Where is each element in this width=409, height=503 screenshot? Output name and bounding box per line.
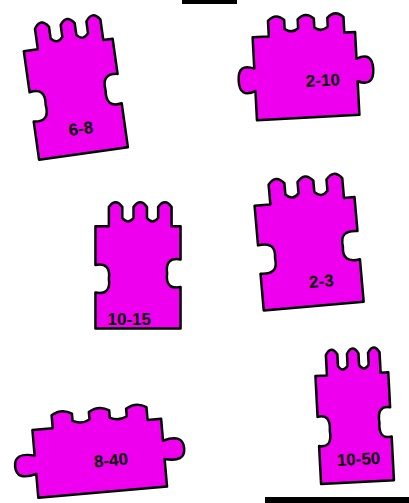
piece-shape [10, 397, 187, 503]
puzzle-piece: 2-3 [236, 165, 380, 318]
piece-outline [95, 202, 180, 328]
piece-label: 2-10 [305, 71, 341, 91]
bottom-bar [265, 497, 409, 503]
piece-outline [252, 172, 363, 310]
puzzle-piece: 6-8 [5, 5, 142, 168]
piece-label: 8-40 [93, 450, 129, 472]
piece-shape [236, 165, 380, 318]
top-bar [182, 0, 237, 4]
piece-shape [5, 5, 142, 168]
piece-label: 10-15 [108, 311, 152, 330]
puzzle-piece: 10-15 [82, 196, 194, 334]
piece-shape [235, 7, 376, 126]
piece-label: 10-50 [336, 449, 381, 470]
piece-outline [314, 347, 394, 484]
piece-label: 2-3 [308, 271, 336, 292]
puzzle-piece: 8-40 [10, 397, 187, 503]
piece-outline [20, 13, 128, 160]
puzzle-piece: 10-50 [302, 340, 406, 491]
piece-outline [11, 401, 188, 500]
piece-outline [235, 12, 375, 121]
puzzle-piece: 2-10 [235, 7, 376, 126]
piece-label: 6-8 [67, 118, 95, 140]
